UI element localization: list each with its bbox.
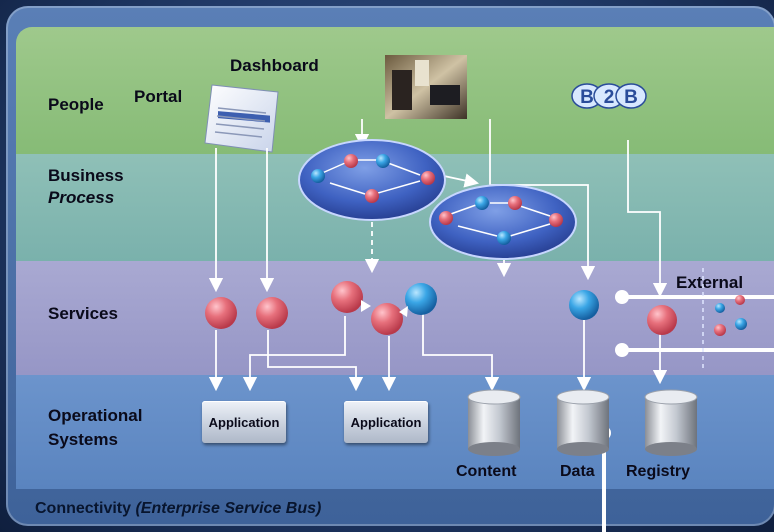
data-database-icon xyxy=(556,389,610,456)
service-node-1 xyxy=(205,297,237,329)
registry-label: Registry xyxy=(626,463,691,480)
b2b-badge-icon: B 2 B xyxy=(571,83,647,109)
service-node-7 xyxy=(647,305,677,335)
service-node-4 xyxy=(371,303,403,335)
layer-label-services: Services xyxy=(48,304,118,323)
layer-label-people: People xyxy=(48,95,104,114)
application-box-1: Application xyxy=(202,401,286,443)
connectivity-label: Connectivity (Enterprise Service Bus) xyxy=(35,500,322,517)
portal-document-icon xyxy=(204,84,279,153)
svg-text:B: B xyxy=(580,87,594,108)
service-node-2 xyxy=(256,297,288,329)
business-process-oval-2 xyxy=(429,184,577,260)
service-node-6 xyxy=(569,290,599,320)
application-box-2: Application xyxy=(344,401,428,443)
data-label: Data xyxy=(560,463,595,480)
layer-label-process: Process xyxy=(48,188,115,207)
dashboard-photo-image xyxy=(385,55,467,119)
service-node-3 xyxy=(331,281,363,313)
layer-label-business: Business xyxy=(48,166,124,185)
external-label: External xyxy=(676,273,744,292)
svg-text:2: 2 xyxy=(604,87,615,108)
dashboard-label: Dashboard xyxy=(230,56,319,75)
service-node-5 xyxy=(405,283,437,315)
portal-label: Portal xyxy=(134,87,183,106)
registry-database-icon xyxy=(644,389,698,456)
connector-lines xyxy=(208,119,668,392)
business-process-oval-1 xyxy=(298,139,446,221)
content-database-icon xyxy=(467,389,521,456)
external-service-dots xyxy=(714,295,747,336)
svg-text:B: B xyxy=(624,87,638,108)
esb-label: (Enterprise Service Bus) xyxy=(135,500,322,517)
layer-label-systems: Systems xyxy=(48,430,118,449)
content-label: Content xyxy=(456,463,517,480)
service-nodes xyxy=(205,281,677,335)
layer-label-operational: Operational xyxy=(48,406,143,425)
